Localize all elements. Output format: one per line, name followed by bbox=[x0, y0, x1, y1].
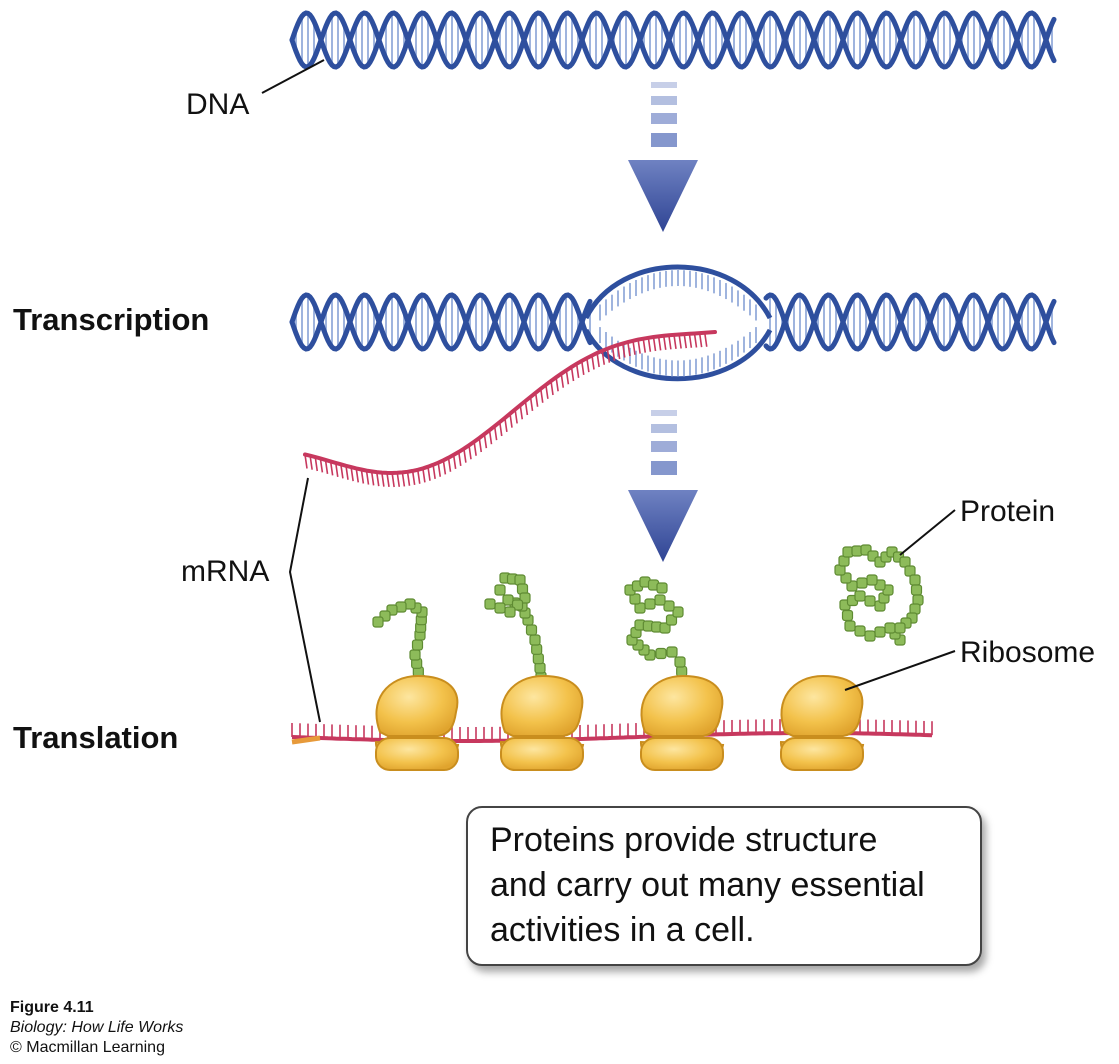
ribosome bbox=[499, 674, 585, 771]
flow-arrow-transcription-to-translation bbox=[628, 410, 698, 562]
ribosomes bbox=[374, 674, 865, 771]
mrna-label: mRNA bbox=[181, 555, 269, 588]
protein-leader bbox=[899, 509, 956, 556]
ribosome bbox=[639, 674, 725, 771]
dna-double-helix bbox=[289, 10, 1057, 70]
publisher: © Macmillan Learning bbox=[10, 1039, 165, 1056]
translation-label: Translation bbox=[13, 720, 178, 755]
leader-lines bbox=[261, 59, 956, 723]
ribosome bbox=[779, 674, 865, 771]
mrna-strand bbox=[303, 330, 717, 488]
dna-leader bbox=[261, 59, 325, 94]
callout-line: activities in a cell. bbox=[490, 911, 755, 949]
callout-line: and carry out many essential bbox=[490, 866, 925, 904]
dna-transcription-bubble bbox=[289, 264, 1057, 382]
transcription-label: Transcription bbox=[13, 302, 209, 337]
mrna-leader bbox=[288, 477, 321, 723]
ribosome-label: Ribosome bbox=[960, 636, 1095, 669]
callout-box: Proteins provide structure and carry out… bbox=[466, 806, 982, 966]
protein-chains bbox=[372, 544, 924, 701]
dna-label: DNA bbox=[186, 88, 249, 121]
figure-credit: Figure 4.11 Biology: How Life Works © Ma… bbox=[10, 998, 183, 1058]
protein-label: Protein bbox=[960, 495, 1055, 528]
flow-arrow-dna-to-transcription bbox=[628, 82, 698, 232]
figure-number: Figure 4.11 bbox=[10, 999, 94, 1016]
book-title: Biology: How Life Works bbox=[10, 1019, 184, 1036]
callout-line: Proteins provide structure bbox=[490, 821, 878, 859]
ribosome bbox=[374, 674, 460, 771]
ribosome-leader bbox=[844, 650, 956, 691]
